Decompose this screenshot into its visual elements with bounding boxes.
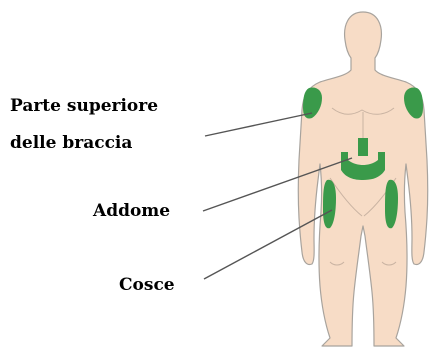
- label-upper-arm-line2: delle braccia: [10, 133, 132, 153]
- label-abdomen: Addome: [93, 201, 170, 221]
- label-thighs: Cosce: [119, 275, 175, 295]
- injection-site-abdomen-navel: [358, 138, 368, 156]
- leader-line-upper-arm: [205, 113, 312, 136]
- label-upper-arm-line1: Parte superiore: [10, 96, 158, 116]
